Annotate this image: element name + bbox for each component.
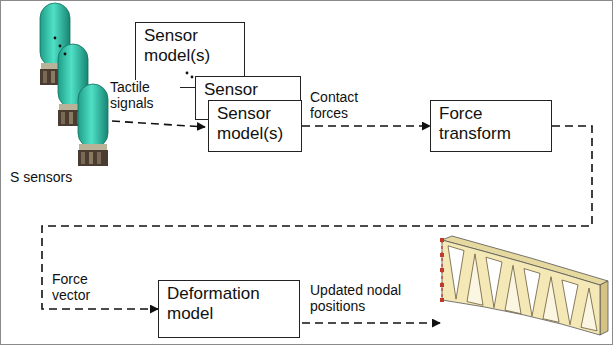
flow-label: Updated nodal positions xyxy=(310,283,438,314)
box-text: Sensor model(s) xyxy=(217,104,293,143)
ellipsis-dot xyxy=(54,37,57,40)
signal-arrow xyxy=(112,121,205,127)
sensor-caption: S sensors xyxy=(10,170,90,186)
box-text: Sensor xyxy=(204,80,292,100)
flow-arrow xyxy=(42,126,592,309)
ellipsis-dot xyxy=(64,53,67,56)
output-arrow xyxy=(302,322,440,324)
flow-arrow xyxy=(302,125,430,127)
flow-label: Tactile signals xyxy=(110,80,180,111)
tactile-sensor xyxy=(78,84,108,166)
edge-label: Force vector xyxy=(52,272,122,303)
ellipsis-dot xyxy=(59,45,62,48)
deformed-beam xyxy=(440,236,608,335)
process-box: Force transform xyxy=(430,100,552,152)
box-text: Deformation model xyxy=(167,284,291,323)
box-text: Force transform xyxy=(439,104,543,143)
model-box: Sensor model(s) xyxy=(208,100,302,152)
box-text: Sensor model(s) xyxy=(144,26,236,65)
process-box: Deformation model xyxy=(158,280,300,338)
edge-label: Contact forces xyxy=(310,90,390,121)
